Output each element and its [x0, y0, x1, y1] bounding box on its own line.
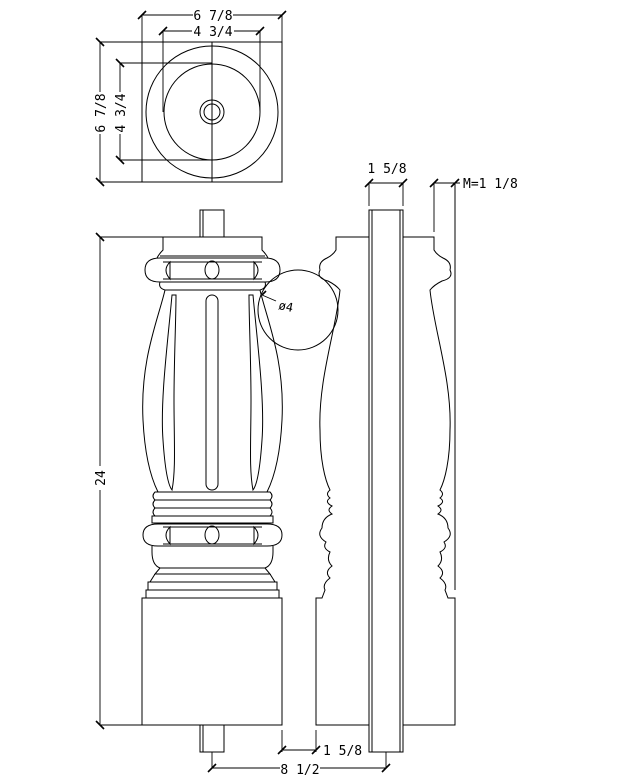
dim-label: 6 7/8	[193, 9, 232, 24]
dim-top-outer-width: 6 7/8	[137, 6, 287, 42]
dim-label: ø4	[277, 298, 294, 315]
dim-label: 4 3/4	[114, 93, 129, 132]
top-view: 6 7/8 4 3/4 6 7/8	[92, 6, 287, 187]
flute	[161, 294, 177, 492]
dim-label: 1 5/8	[323, 744, 362, 759]
ball-leader	[261, 294, 277, 302]
bottom-dowel	[199, 724, 225, 753]
dim-label: M=1 1/8	[463, 177, 518, 192]
side-right-profile	[403, 236, 456, 726]
base-block	[141, 597, 283, 726]
dim-label: 4 3/4	[193, 25, 232, 40]
dim-offset: 1 5/8	[277, 730, 362, 759]
dim-top-outer-height: 6 7/8	[92, 37, 142, 187]
dim-label: 8 1/2	[280, 763, 319, 778]
side-board	[368, 209, 404, 753]
dim-top-inner-width: 4 3/4	[158, 23, 265, 112]
flute	[205, 294, 219, 491]
body-left-outline	[142, 289, 166, 493]
side-view: 1 5/8 M=1 1/8 1 5/8 8 1/2	[207, 162, 518, 778]
lower-bead-ring	[142, 523, 283, 547]
dim-label: 24	[94, 470, 109, 486]
dim-height: 24	[92, 232, 163, 730]
ball-circle	[257, 269, 339, 351]
cap	[156, 236, 269, 259]
side-left-profile	[315, 236, 369, 726]
front-view: 24 ø4	[92, 209, 339, 753]
dim-mortise: M=1 1/8	[429, 177, 518, 232]
dim-label: 6 7/8	[94, 93, 109, 132]
flute	[248, 294, 264, 492]
dim-label: 1 5/8	[367, 162, 406, 177]
dim-top-inner-height: 4 3/4	[112, 58, 212, 165]
body-right-outline	[259, 289, 283, 493]
top-dowel	[199, 209, 225, 238]
dim-overall: 8 1/2	[207, 752, 391, 778]
dim-board-thickness: 1 5/8	[364, 162, 408, 206]
